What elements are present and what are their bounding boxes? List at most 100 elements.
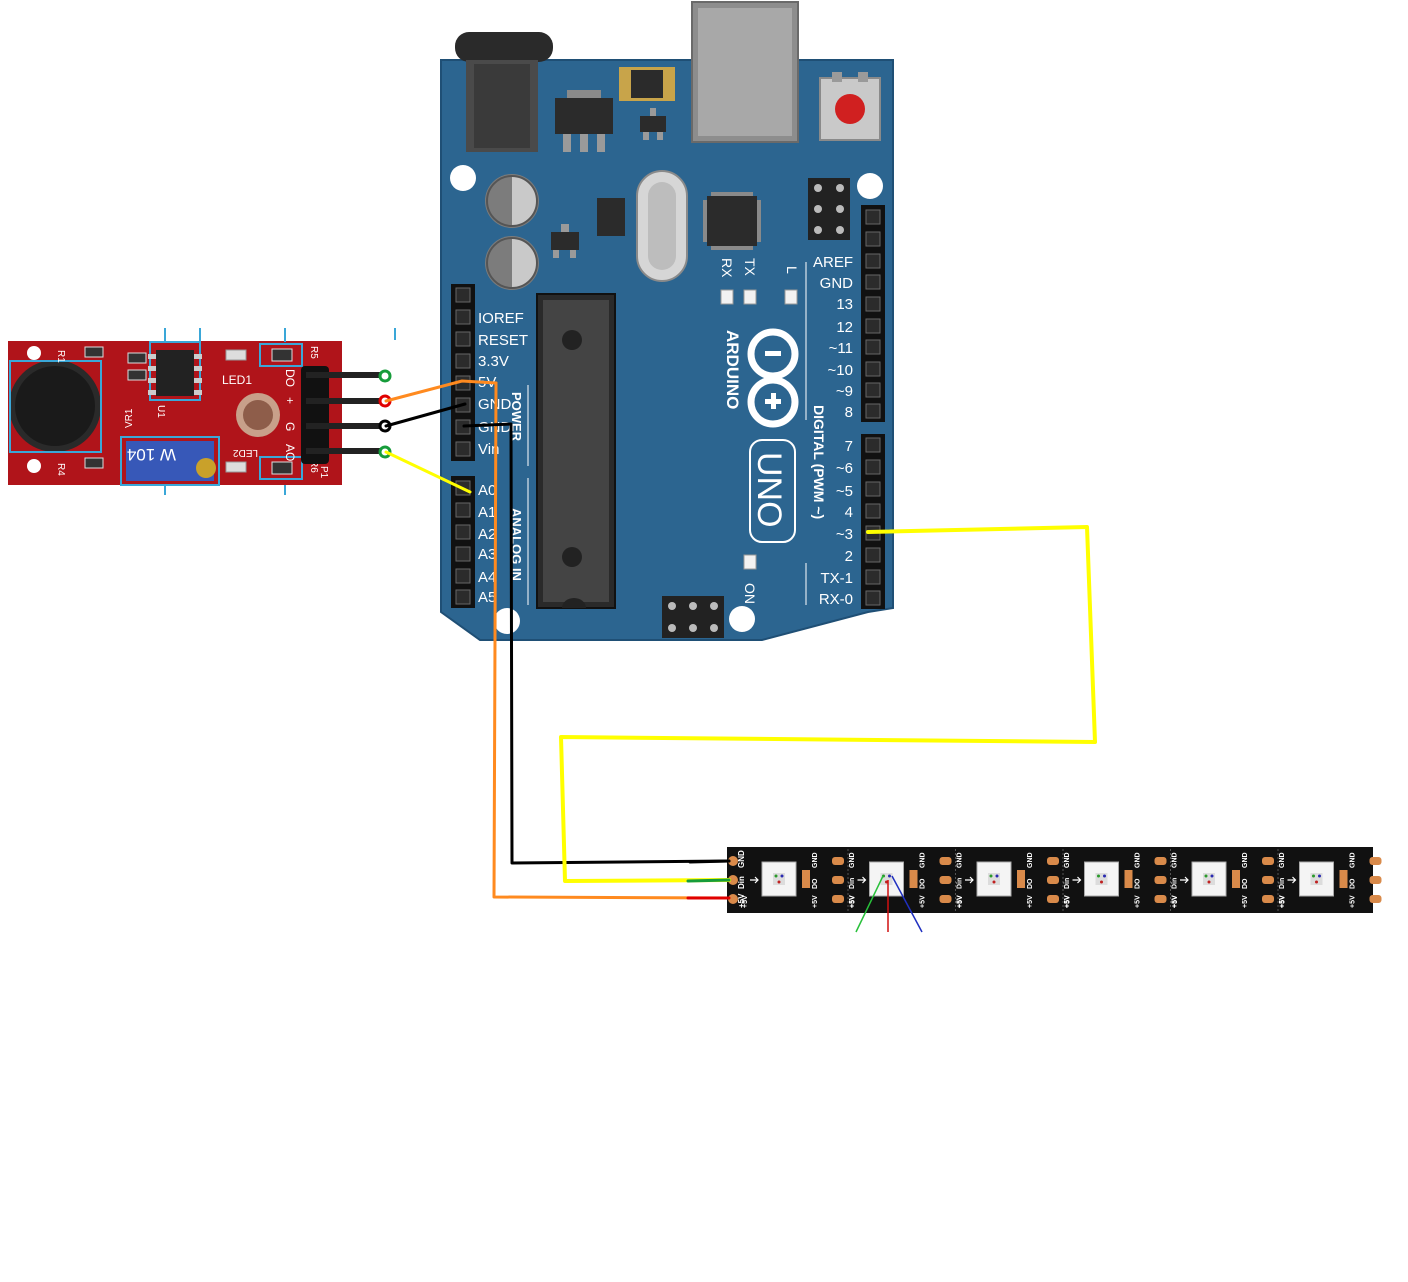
icsp-header-bottom (662, 596, 724, 638)
icsp-header-top (808, 178, 850, 240)
reset-button-icon[interactable] (819, 72, 881, 141)
smd-resistor (259, 456, 303, 480)
strip-pad-label-5v: +5V (737, 893, 746, 908)
pin-label-a3: A3 (478, 546, 496, 563)
cut-pad (1369, 895, 1382, 903)
status-leds: RX TX L ON (719, 258, 800, 604)
pin-label-12: 12 (836, 319, 853, 336)
strip-arrow-icon (857, 876, 867, 884)
strip-pad-din (728, 875, 738, 885)
module-header-pins (301, 366, 384, 464)
strip-label-gnd: GND (920, 852, 927, 868)
analog-header (451, 476, 475, 608)
cut-pad (1047, 895, 1059, 903)
crystal-oscillator (636, 170, 688, 282)
silk-u1: U1 (155, 405, 166, 418)
strip-label-5v: +5V (1172, 895, 1179, 908)
led-strip: GND Din +5V +5V GND DO +5V GND Din +5V +5V GND DO… (727, 847, 1382, 933)
strip-pad-label-gnd: GND (737, 850, 746, 868)
strip-label-5v: +5V (1279, 895, 1286, 908)
pin-label-3v3: 3.3V (478, 353, 509, 370)
die-blue (1210, 874, 1214, 878)
atmega-microcontroller (536, 293, 616, 609)
electrolytic-capacitor (485, 174, 539, 228)
smd-chip (597, 198, 625, 236)
module-pin-do: DO (283, 369, 297, 387)
smd-resistor (271, 348, 293, 362)
module-terminal-do (378, 369, 392, 383)
module-mounting-hole (27, 346, 41, 360)
die-red (992, 880, 996, 884)
power-header-title: POWER (509, 392, 524, 442)
trimmer-potentiometer: W 104 (120, 436, 220, 486)
module-silkscreen: R1 R4 VR1 U1 LED1 LED2 R5 R6 P1 (55, 346, 329, 479)
module-pin-labels: DO + G AO (283, 369, 297, 461)
die-blue (1318, 874, 1321, 878)
power-jack-icon (455, 32, 553, 152)
cut-pad (1262, 895, 1274, 903)
sound-sensor-module: W 104 R1 R4 VR1 U1 LED1 LED2 R5 R6 P1 DO… (8, 328, 396, 495)
pin-label-rx0: RX-0 (819, 591, 853, 608)
module-mounting-hole (27, 459, 41, 473)
pigtail-black (688, 859, 731, 864)
wires (384, 379, 1097, 900)
strip-label-5v: +5V (1064, 895, 1071, 908)
pin-label-4: 4 (845, 504, 853, 521)
strip-label-5v: +5V (920, 895, 927, 908)
led-channel-blue (891, 875, 923, 933)
smd-resistor (84, 457, 104, 469)
rx-led-label: RX (719, 258, 735, 278)
smd-resistor (259, 343, 303, 367)
strip-label-do: DO (1242, 878, 1249, 889)
strip-label-din: Din (1172, 878, 1179, 889)
smd-regulator (551, 224, 579, 258)
strip-label-5v: +5V (1280, 895, 1287, 908)
cut-pad (832, 876, 844, 884)
module-pin-ao: AO (283, 444, 297, 461)
strip-label-din: Din (1279, 878, 1286, 889)
cut-pad (832, 895, 844, 903)
strip-label-5v: +5V (1027, 895, 1034, 908)
wire-vcc-to-5v (384, 379, 498, 403)
wire-d3-to-din (559, 525, 1097, 883)
smd-resistor (84, 346, 104, 358)
strip-label-5v: +5V (1135, 895, 1142, 908)
pin-label-ioref: IOREF (478, 310, 524, 327)
led-channel-green (855, 875, 884, 933)
l-led-label: L (784, 266, 800, 274)
strip-capacitor (909, 870, 918, 888)
on-led-label: ON (742, 583, 758, 604)
silk-r5: R5 (308, 346, 319, 359)
strip-arrow-icon (965, 876, 974, 884)
strip-label-5v: +5V (1172, 895, 1179, 908)
strip-capacitor (1339, 870, 1348, 888)
pin-label-13: 13 (836, 296, 853, 313)
strip-label-gnd: GND (1064, 852, 1071, 868)
tantalum-capacitor (619, 67, 675, 101)
strip-segments: +5V GND DO +5V GND Din +5V +5V GND DO +5V GND Din +5V… (742, 849, 1382, 911)
strip-pad-5v (728, 894, 738, 904)
digital-pin-labels-bottom: 7 ~6 ~5 4 ~3 2 TX-1 RX-0 (819, 438, 853, 608)
mounting-hole (450, 165, 476, 191)
module-pin-g: G (283, 422, 297, 431)
pin-label-tx1: TX-1 (820, 570, 853, 587)
strip-label-gnd: GND (1027, 852, 1034, 868)
wire-ao-to-a0 (384, 450, 472, 494)
strip-label-gnd: GND (1350, 852, 1357, 868)
wire-5v-to-strip (492, 381, 731, 900)
strip-label-5v: +5V (812, 895, 819, 908)
module-pin-plus: + (283, 397, 297, 404)
die-red (1315, 880, 1318, 884)
strip-label-5v: +5V (742, 895, 749, 908)
strip-label-gnd: GND (1172, 852, 1179, 868)
strip-label-din: Din (957, 878, 964, 889)
strip-capacitor (1017, 870, 1025, 888)
die-blue (780, 874, 784, 878)
strip-label-do: DO (920, 878, 927, 889)
microphone-icon (9, 360, 102, 453)
cut-pad (1047, 857, 1059, 865)
pin-label-a5: A5 (478, 589, 496, 606)
smd-resistor (225, 349, 247, 361)
pin-label-11: ~11 (829, 340, 853, 357)
